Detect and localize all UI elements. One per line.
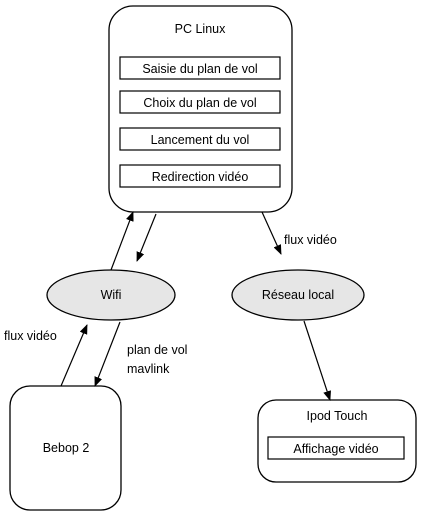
module-redirection-label: Redirection vidéo	[152, 170, 249, 184]
arrow-pc-to-wifi	[136, 213, 157, 262]
module-choix-label: Choix du plan de vol	[143, 96, 256, 110]
module-box	[119, 56, 281, 80]
arrow-wifi-to-bebop	[94, 321, 121, 387]
arrow-reseau-to-ipod	[303, 320, 331, 401]
arrow-bebop-to-wifi	[60, 324, 88, 387]
reseau-local-ellipse	[231, 269, 365, 321]
bebop-label: Bebop 2	[43, 441, 90, 455]
module-lancement-label: Lancement du vol	[151, 133, 250, 147]
ipod-node: Ipod Touch Affichage vidéo	[257, 399, 417, 483]
arrow-wifi-to-pc	[110, 211, 134, 271]
module-box	[267, 436, 405, 460]
edge-label-mavlink: mavlink	[127, 362, 170, 376]
module-saisie-label: Saisie du plan de vol	[142, 62, 257, 76]
edge-label-flux-video-bebop: flux vidéo	[4, 329, 57, 343]
edge-label-plan-de-vol: plan de vol	[127, 343, 187, 357]
module-affichage-label: Affichage vidéo	[293, 442, 378, 456]
ipod-title: Ipod Touch	[307, 409, 368, 423]
module-box	[119, 164, 281, 188]
bebop-node: Bebop 2	[9, 385, 122, 511]
pc-linux-title: PC Linux	[175, 22, 226, 36]
pc-linux-node: PC Linux Saisie du plan de vol Choix du …	[108, 5, 293, 213]
module-box	[119, 90, 281, 114]
reseau-local-label: Réseau local	[262, 288, 334, 302]
edge-label-flux-video-reseau: flux vidéo	[284, 233, 337, 247]
reseau-local-node: Réseau local	[231, 269, 365, 321]
module-box	[119, 127, 281, 151]
wifi-label: Wifi	[101, 288, 122, 302]
bebop-box	[9, 385, 122, 511]
arrow-pc-to-reseau	[261, 211, 282, 255]
wifi-node: Wifi	[46, 269, 176, 321]
